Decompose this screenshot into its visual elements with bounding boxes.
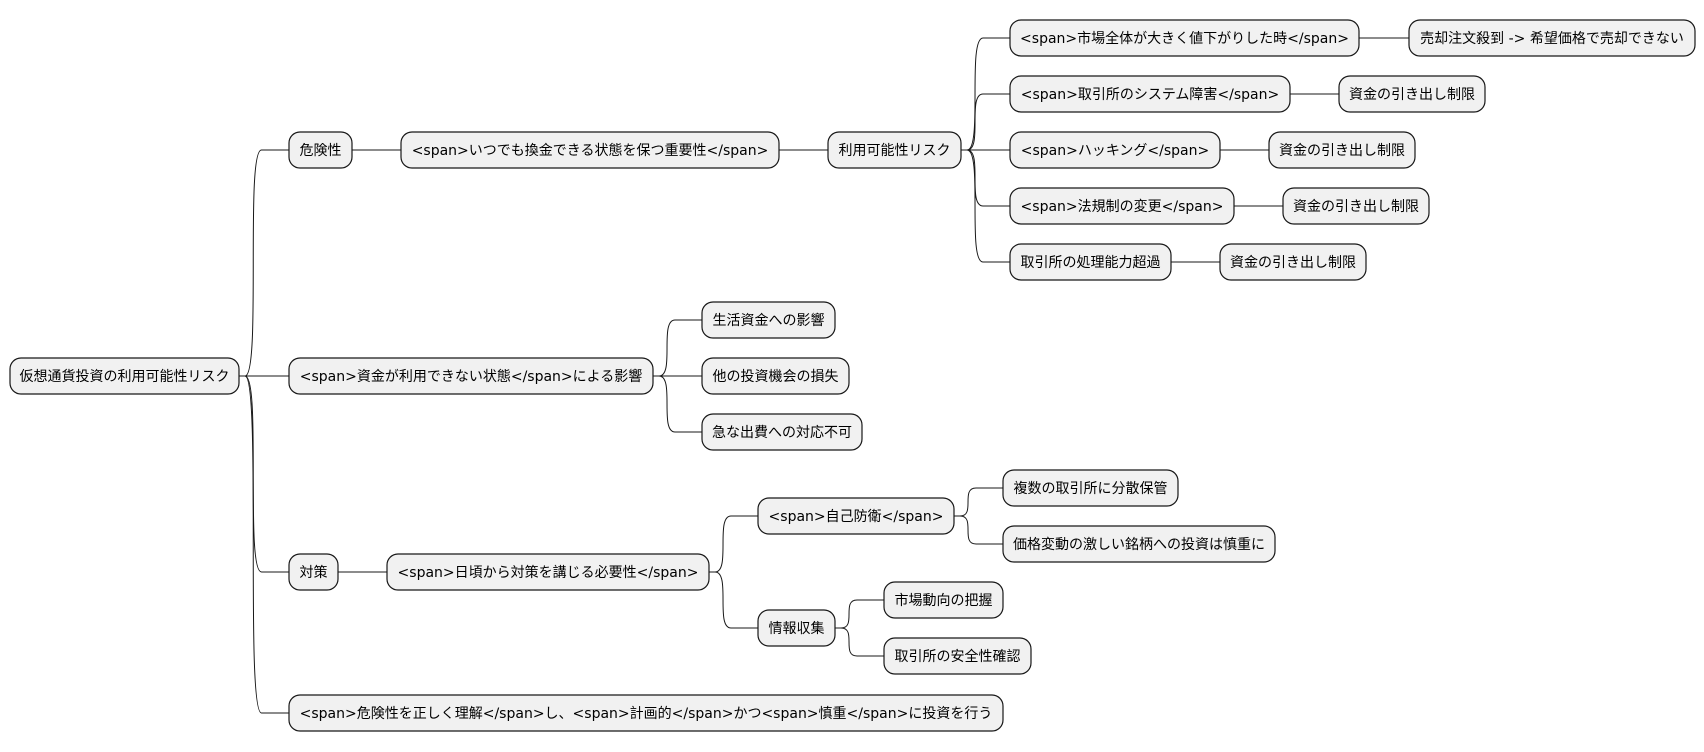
- node-box: [386, 553, 710, 591]
- node-box: [288, 694, 1004, 732]
- node-layer: 仮想通貨投資の利用可能性リスク 危険性 <span>いつでも換金できる状態を保つ重要…: [9, 19, 1696, 732]
- node-label: 資金の引き出し制限: [1279, 143, 1405, 159]
- connector-line: [961, 149, 1010, 207]
- connector-line: [239, 149, 289, 377]
- node-label: <span>危険性を正しく理解</span>し、<span>計画的</span>…: [300, 706, 993, 722]
- node-価格変動の激しい銘柄への投資は慎重に[interactable]: 価格変動の激しい銘柄への投資は慎重に: [1002, 525, 1276, 563]
- node-box: [701, 413, 863, 451]
- node-取引所の安全性確認[interactable]: 取引所の安全性確認: [883, 637, 1032, 675]
- node-資金の引き出し制限[interactable]: 資金の引き出し制限: [1219, 243, 1367, 281]
- node-label: <span>日頃から対策を講じる必要性</span>: [398, 564, 699, 581]
- node-危険性を正しく理解し、計画的かつ慎重に投資を行う[interactable]: <span>危険性を正しく理解</span>し、<span>計画的</span>…: [288, 694, 1004, 732]
- node-label: 売却注文殺到 -> 希望価格で売却できない: [1420, 31, 1684, 47]
- node-box: [1009, 131, 1221, 169]
- node-label: 取引所の安全性確認: [895, 648, 1021, 665]
- node-label: <span>市場全体が大きく値下がりした時</span>: [1020, 30, 1349, 47]
- node-box: [1002, 469, 1179, 507]
- node-box: [701, 301, 836, 339]
- node-仮想通貨投資の利用可能性リスク[interactable]: 仮想通貨投資の利用可能性リスク: [9, 357, 240, 395]
- node-box: [827, 131, 962, 169]
- node-box: [1009, 243, 1172, 281]
- node-label: 情報収集: [769, 620, 825, 637]
- node-ハッキング[interactable]: <span>ハッキング</span>: [1009, 131, 1221, 169]
- node-情報収集[interactable]: 情報収集: [757, 609, 836, 647]
- node-日頃から対策を講じる必要性[interactable]: <span>日頃から対策を講じる必要性</span>: [386, 553, 710, 591]
- node-label: 仮想通貨投資の利用可能性リスク: [20, 368, 230, 385]
- node-box: [1219, 243, 1367, 281]
- node-法規制の変更[interactable]: <span>法規制の変更</span>: [1009, 187, 1235, 225]
- node-危険性[interactable]: 危険性: [288, 131, 353, 169]
- node-label: 市場動向の把握: [895, 592, 993, 609]
- connector-line: [709, 571, 758, 629]
- node-label: <span>自己防衛</span>: [769, 509, 944, 525]
- node-急な出費への対応不可[interactable]: 急な出費への対応不可: [701, 413, 863, 451]
- connector-line: [961, 149, 1010, 263]
- node-box: [757, 497, 955, 535]
- node-box: [701, 357, 850, 395]
- node-自己防衛[interactable]: <span>自己防衛</span>: [757, 497, 955, 535]
- node-box: [288, 131, 353, 169]
- connector-layer: [239, 37, 1409, 714]
- node-label: 価格変動の激しい銘柄への投資は慎重に: [1013, 536, 1265, 553]
- node-利用可能性リスク[interactable]: 利用可能性リスク: [827, 131, 962, 169]
- node-box: [9, 357, 240, 395]
- node-box: [400, 131, 780, 169]
- node-資金の引き出し制限[interactable]: 資金の引き出し制限: [1338, 75, 1486, 113]
- node-label: <span>取引所のシステム障害</span>: [1021, 87, 1279, 103]
- node-label: 急な出費への対応不可: [712, 425, 852, 441]
- node-box: [1009, 75, 1291, 113]
- node-box: [1338, 75, 1486, 113]
- node-label: <span>ハッキング</span>: [1021, 143, 1209, 159]
- node-label: 資金の引き出し制限: [1349, 87, 1475, 103]
- node-売却注文殺到-->-希望価格で売却できない[interactable]: 売却注文殺到 -> 希望価格で売却できない: [1408, 19, 1696, 57]
- connector-line: [961, 93, 1010, 151]
- node-資金の引き出し制限[interactable]: 資金の引き出し制限: [1268, 131, 1416, 169]
- connector-line: [954, 487, 1003, 517]
- connector-line: [239, 375, 289, 573]
- node-他の投資機会の損失[interactable]: 他の投資機会の損失: [701, 357, 850, 395]
- node-label: <span>いつでも換金できる状態を保つ重要性</span>: [412, 143, 769, 159]
- connector-line: [709, 515, 758, 573]
- node-box: [1002, 525, 1276, 563]
- node-取引所の処理能力超過[interactable]: 取引所の処理能力超過: [1009, 243, 1172, 281]
- node-label: 複数の取引所に分散保管: [1014, 480, 1168, 497]
- node-label: 利用可能性リスク: [839, 143, 951, 159]
- node-box: [883, 637, 1032, 675]
- connector-line: [961, 37, 1010, 151]
- node-box: [757, 609, 836, 647]
- node-box: [1268, 131, 1416, 169]
- node-label: 資金の引き出し制限: [1230, 255, 1356, 271]
- connector-line: [835, 627, 884, 657]
- connector-line: [653, 375, 702, 433]
- node-label: 取引所の処理能力超過: [1021, 255, 1161, 271]
- connector-line: [835, 599, 884, 629]
- node-対策[interactable]: 対策: [288, 553, 339, 591]
- node-資金が利用できない状態による影響[interactable]: <span>資金が利用できない状態</span>による影響: [288, 357, 654, 395]
- node-市場全体が大きく値下がりした時[interactable]: <span>市場全体が大きく値下がりした時</span>: [1009, 19, 1360, 57]
- node-市場動向の把握[interactable]: 市場動向の把握: [883, 581, 1004, 619]
- node-label: 資金の引き出し制限: [1293, 199, 1419, 215]
- node-生活資金への影響[interactable]: 生活資金への影響: [701, 301, 836, 339]
- node-box: [288, 553, 339, 591]
- node-box: [1009, 19, 1360, 57]
- node-box: [1408, 19, 1696, 57]
- node-取引所のシステム障害[interactable]: <span>取引所のシステム障害</span>: [1009, 75, 1291, 113]
- node-label: 他の投資機会の損失: [713, 369, 839, 385]
- node-label: 危険性: [300, 143, 342, 159]
- node-label: <span>法規制の変更</span>: [1021, 198, 1224, 215]
- node-label: 対策: [300, 564, 328, 581]
- connector-line: [239, 375, 289, 714]
- connector-line: [653, 319, 702, 377]
- node-box: [1009, 187, 1235, 225]
- node-label: <span>資金が利用できない状態</span>による影響: [300, 368, 642, 385]
- node-いつでも換金できる状態を保つ重要性[interactable]: <span>いつでも換金できる状態を保つ重要性</span>: [400, 131, 780, 169]
- node-label: 生活資金への影響: [713, 312, 825, 329]
- node-box: [288, 357, 654, 395]
- connector-line: [954, 515, 1003, 545]
- node-資金の引き出し制限[interactable]: 資金の引き出し制限: [1282, 187, 1430, 225]
- node-box: [1282, 187, 1430, 225]
- node-box: [883, 581, 1004, 619]
- node-複数の取引所に分散保管[interactable]: 複数の取引所に分散保管: [1002, 469, 1179, 507]
